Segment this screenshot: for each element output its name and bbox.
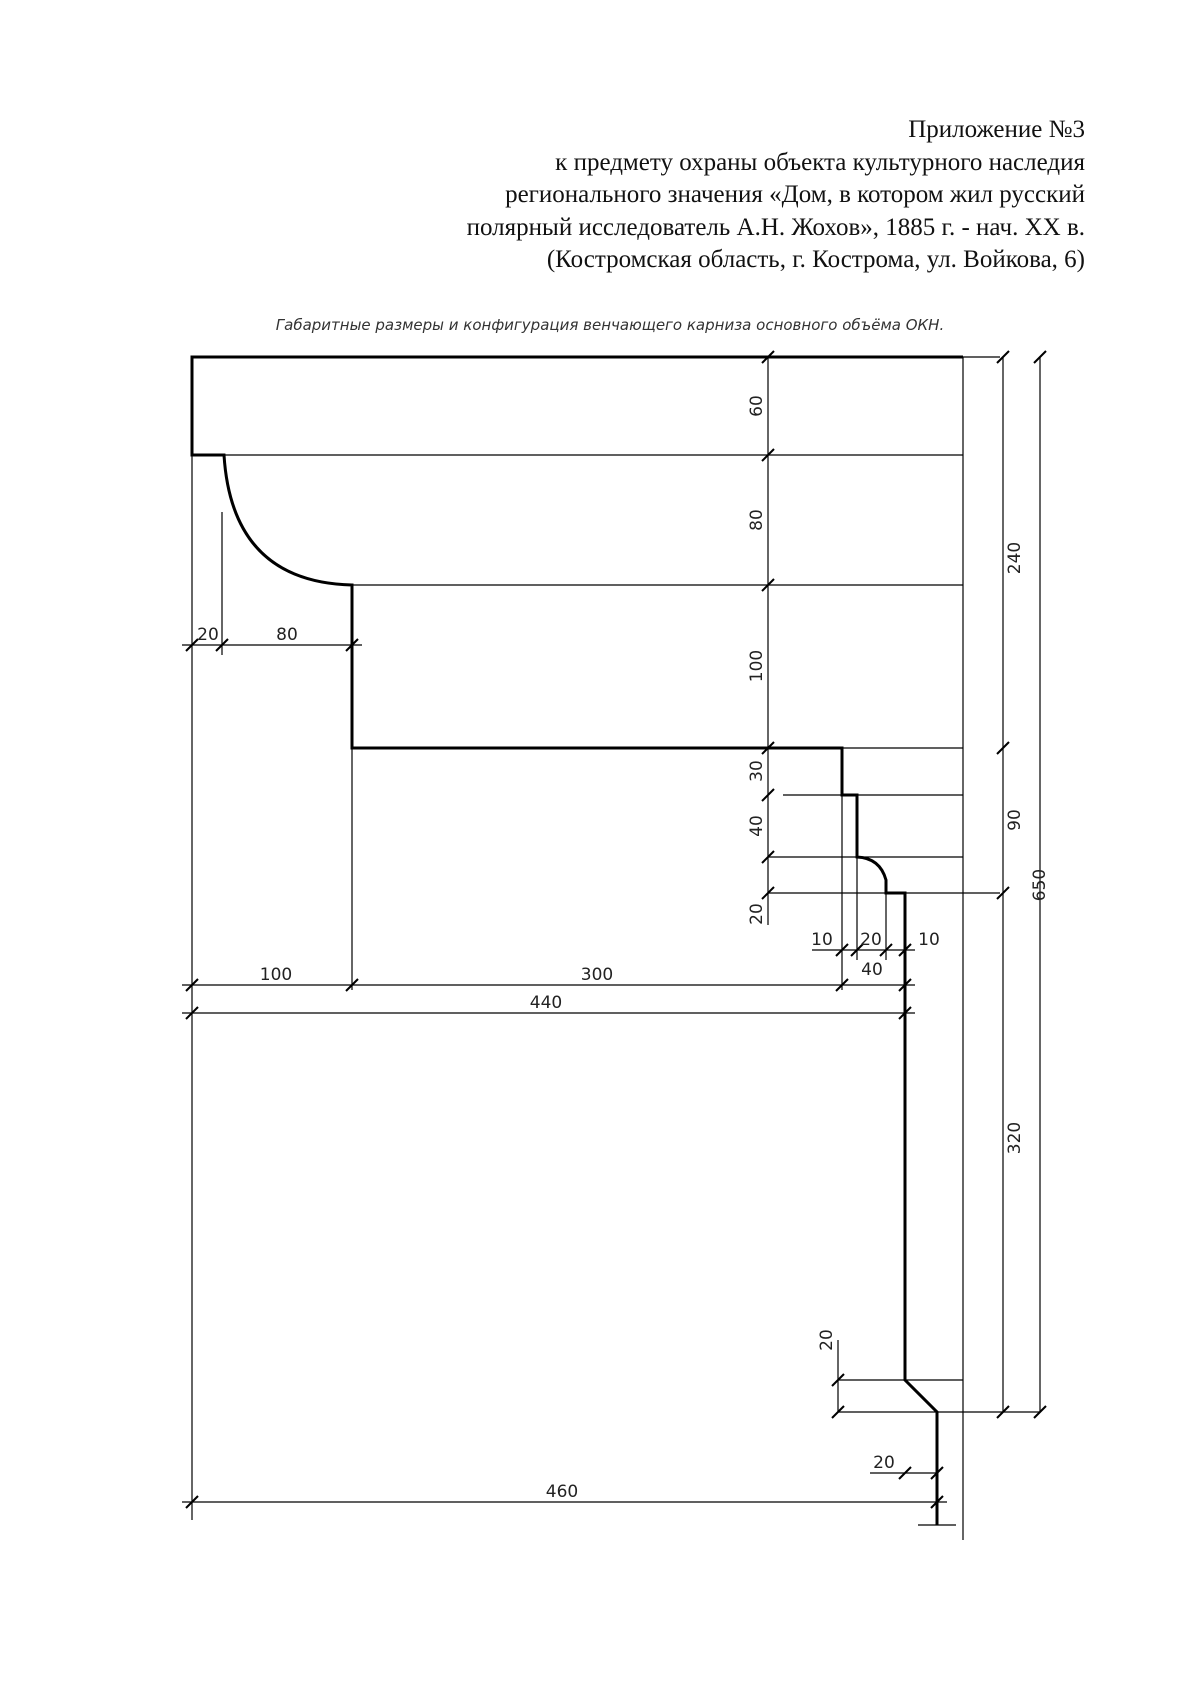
dim-20-left: 20 bbox=[197, 625, 219, 645]
appendix-number: Приложение №3 bbox=[908, 116, 1085, 143]
dim-240: 240 bbox=[1005, 542, 1025, 574]
dimension-lines bbox=[182, 357, 1041, 1503]
header-line-3: регионального значения «Дом, в котором ж… bbox=[505, 181, 1085, 208]
header-line-4: полярный исследователь А.Н. Жохов», 1885… bbox=[466, 213, 1085, 241]
dim-40-step: 40 bbox=[861, 960, 883, 980]
drawing-caption: Габаритные размеры и конфигурация венчаю… bbox=[276, 316, 944, 334]
dim-320: 320 bbox=[1005, 1122, 1025, 1154]
dim-460: 460 bbox=[546, 1482, 578, 1502]
dim-100: 100 bbox=[747, 650, 767, 682]
extension-lines bbox=[191, 356, 1040, 1540]
header-line-5: (Костромская область, г. Кострома, ул. В… bbox=[546, 246, 1085, 273]
cornice-profile bbox=[190, 355, 963, 1525]
dim-60: 60 bbox=[747, 395, 767, 417]
dim-90: 90 bbox=[1005, 809, 1025, 831]
dim-10-right: 10 bbox=[918, 930, 940, 950]
dim-100-bottom: 100 bbox=[260, 965, 292, 985]
dim-80-left: 80 bbox=[276, 625, 298, 645]
dim-20-bottom: 20 bbox=[873, 1453, 895, 1473]
dim-80: 80 bbox=[747, 509, 767, 531]
dimension-ticks bbox=[185, 350, 1047, 1509]
dim-20-step: 20 bbox=[860, 930, 882, 950]
dim-20-upper: 20 bbox=[747, 903, 767, 925]
header-line-2: к предмету охраны объекта культурного на… bbox=[555, 148, 1085, 176]
dim-300: 300 bbox=[581, 965, 613, 985]
dim-30: 30 bbox=[747, 760, 767, 782]
dim-10-left: 10 bbox=[811, 930, 833, 950]
dim-40: 40 bbox=[747, 815, 767, 837]
dim-20-lower: 20 bbox=[817, 1329, 837, 1351]
appendix-header: Приложение №3 к предмету охраны объекта … bbox=[467, 114, 1085, 277]
dim-650: 650 bbox=[1030, 869, 1050, 901]
dim-440: 440 bbox=[530, 993, 562, 1013]
